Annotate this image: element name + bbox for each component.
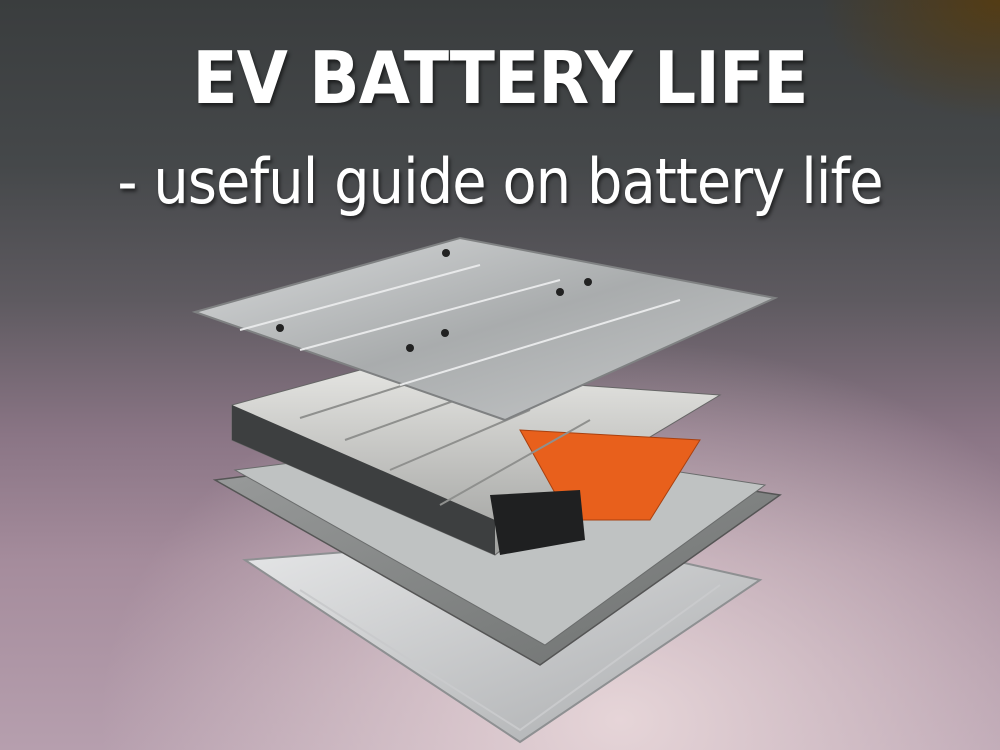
subheadline: - useful guide on battery life [117,145,883,218]
battery-cover [191,236,779,422]
headline: EV BATTERY LIFE [192,36,808,120]
